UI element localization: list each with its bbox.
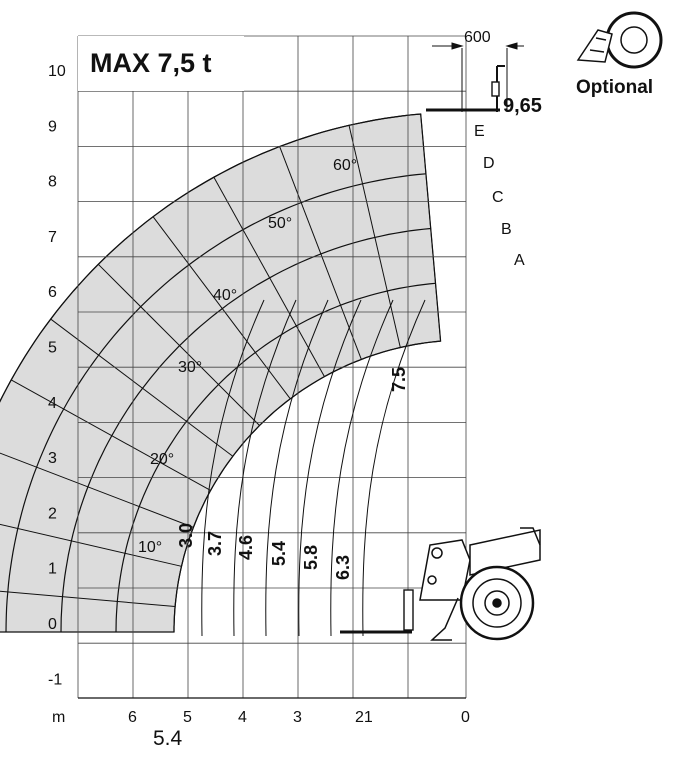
extension-arc [5,173,426,633]
grid [77,35,467,699]
optional-label: Optional [576,77,653,98]
angle-ray [348,125,401,348]
angle-label: 20° [150,451,174,468]
fork-bottom [340,589,414,634]
y-tick-label: 7 [48,229,57,246]
fork-offset-dimension [432,42,524,50]
max-height-label: 9,65 [503,95,542,117]
angle-ray [50,318,234,457]
extension-label: A [514,252,525,269]
angle-ray [97,263,260,426]
extension-arc [115,282,436,633]
y-tick-label: 1 [48,561,57,578]
load-curve [298,299,362,637]
load-curve [362,299,426,637]
angle-ray [10,379,211,491]
load-zone-label: 3.7 [205,531,225,556]
chart-title: MAX 7,5 t [90,48,212,78]
angle-label: 50° [268,215,292,232]
x-tick-label: 4 [238,709,247,726]
angle-ray [279,146,362,360]
load-zone-label: 4.6 [236,535,256,560]
unit-label: m [52,709,65,726]
y-tick-label: -1 [48,671,62,688]
telehandler-machine [419,527,541,641]
x-axis-labels: 6 5 4 3 21 0 [128,709,470,726]
angle-ray [152,216,291,400]
load-zone-labels: 3.0 3.7 4.6 5.4 5.8 6.3 7.5 [176,367,409,580]
x-tick-label: 5 [183,709,192,726]
load-curve [233,299,297,637]
y-tick-label: 3 [48,450,57,467]
angle-label: 60° [333,157,357,174]
angle-ray [213,176,325,377]
angle-ray [0,452,194,528]
angle-rays [0,113,442,608]
load-zone-label: 3.0 [176,523,196,548]
optional-attachment-icon [576,11,663,69]
extension-label: D [483,155,495,172]
load-zone-label: 5.4 [269,541,289,566]
angle-ray [0,590,176,608]
angle-label: 30° [178,359,202,376]
y-tick-label: 4 [48,395,57,412]
x-tick-label: 0 [461,709,470,726]
load-zone-label: 7.5 [389,367,409,392]
load-curve [265,299,329,637]
fork-offset-label: 600 [464,29,491,46]
load-curves [201,299,426,637]
load-zone-label: 6.3 [333,555,353,580]
y-tick-label: 6 [48,284,57,301]
angle-labels: 10° 20° 30° 40° 50° 60° [138,157,357,556]
y-tick-label: 9 [48,118,57,135]
x-tick-label: 21 [355,709,373,726]
load-curve [330,299,394,637]
fork-top [426,48,508,112]
extension-label: C [492,189,504,206]
y-tick-label: 8 [48,174,57,191]
load-zone-label: 5.8 [301,545,321,570]
x-tick-label: 6 [128,709,137,726]
angle-ray [0,523,182,567]
extension-label: B [501,221,512,238]
title-box [78,36,244,91]
y-tick-label: 5 [48,340,57,357]
y-tick-label: 2 [48,505,57,522]
angle-label: 10° [138,539,162,556]
x-tick-label: 3 [293,709,302,726]
x-extra-label: 5.4 [153,727,183,750]
y-tick-label: 0 [48,616,57,633]
y-tick-label: 10 [48,63,66,80]
extension-label: E [474,123,485,140]
load-curve [201,299,265,637]
extension-arc [0,113,421,403]
angle-ray [420,113,442,342]
extension-arc [60,227,431,633]
angle-label: 40° [213,287,237,304]
